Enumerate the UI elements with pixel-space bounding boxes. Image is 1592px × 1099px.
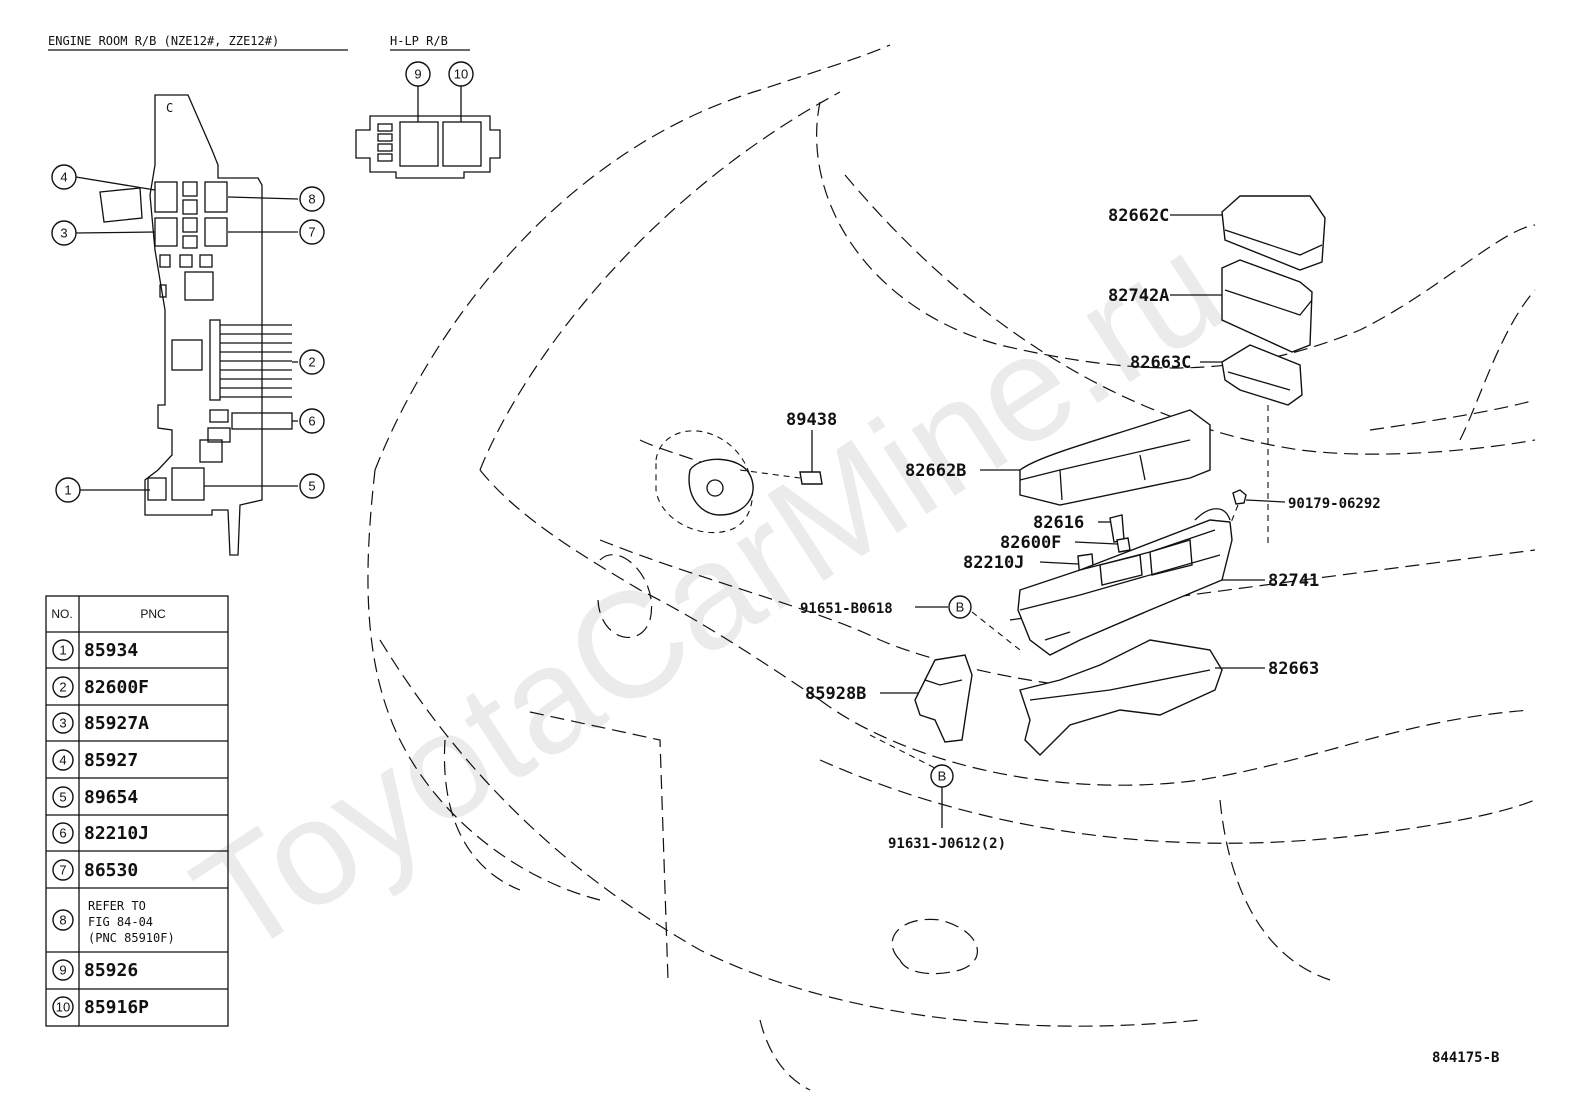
svg-text:6: 6 xyxy=(59,826,66,841)
svg-text:8: 8 xyxy=(308,192,315,207)
engine-room-relay-block: C xyxy=(51,94,325,556)
table-row: 9 85926 xyxy=(52,959,138,981)
label-82662C: 82662C xyxy=(1108,206,1169,226)
part-82741: 82741 xyxy=(1017,508,1319,656)
svg-text:9: 9 xyxy=(59,963,66,978)
callout-5: 5 xyxy=(299,473,325,499)
svg-text:2: 2 xyxy=(59,680,66,695)
hlp-relay-block: 9 10 xyxy=(355,61,501,179)
table-row: 3 85927A xyxy=(52,712,149,734)
part-82663: 82663 xyxy=(1019,639,1319,756)
car-body-outline xyxy=(367,44,1536,1091)
svg-text:9: 9 xyxy=(414,67,421,82)
label-82662B: 82662B xyxy=(905,461,966,481)
svg-text:86530: 86530 xyxy=(84,860,138,881)
table-row: 6 82210J xyxy=(52,822,149,844)
svg-text:85926: 85926 xyxy=(84,960,138,981)
table-row: 4 85927 xyxy=(52,749,138,771)
label-82663C: 82663C xyxy=(1130,353,1191,373)
svg-text:1: 1 xyxy=(59,643,66,658)
callout-6: 6 xyxy=(299,408,325,434)
part-82600F: 82600F xyxy=(1000,533,1131,553)
part-82616: 82616 xyxy=(1033,513,1125,543)
label-82600F: 82600F xyxy=(1000,533,1061,553)
callout-7: 7 xyxy=(299,219,325,245)
table-row: 7 86530 xyxy=(52,859,138,881)
bolt-91651-B0618: B 91651-B0618 xyxy=(800,595,1021,651)
part-82742A: 82742A xyxy=(1108,259,1313,353)
svg-text:85927A: 85927A xyxy=(84,713,149,734)
svg-text:6: 6 xyxy=(308,414,315,429)
svg-text:7: 7 xyxy=(59,863,66,878)
callout-4: 4 xyxy=(51,164,77,190)
callout-9: 9 xyxy=(405,61,431,87)
pnc-table: NO. PNC 1 85934 2 82600F 3 85927A 4 85927 5 8… xyxy=(45,595,229,1027)
table-header-pnc: PNC xyxy=(140,607,166,621)
callout-1: 1 xyxy=(55,477,81,503)
table-row: 2 82600F xyxy=(52,676,149,698)
label-91631-J0612: 91631-J0612(2) xyxy=(888,836,1006,852)
svg-text:85934: 85934 xyxy=(84,640,138,661)
callout-3: 3 xyxy=(51,220,77,246)
label-82741: 82741 xyxy=(1268,571,1319,591)
label-82742A: 82742A xyxy=(1108,286,1169,306)
svg-text:10: 10 xyxy=(454,67,468,82)
table-row: 8 REFER TO FIG 84-04 (PNC 85910F) xyxy=(52,899,175,945)
svg-text:4: 4 xyxy=(60,170,67,185)
label-82663: 82663 xyxy=(1268,659,1319,679)
svg-text:2: 2 xyxy=(308,355,315,370)
svg-text:85927: 85927 xyxy=(84,750,138,771)
table-row: 10 85916P xyxy=(52,996,149,1018)
svg-text:4: 4 xyxy=(59,753,66,768)
svg-text:82600F: 82600F xyxy=(84,677,149,698)
label-89438: 89438 xyxy=(786,410,837,430)
svg-text:B: B xyxy=(938,769,947,784)
svg-text:3: 3 xyxy=(60,226,67,241)
svg-text:B: B xyxy=(956,600,965,615)
table-header-no: NO. xyxy=(51,607,72,621)
part-82662C: 82662C xyxy=(1108,195,1326,271)
svg-text:89654: 89654 xyxy=(84,787,138,808)
callout-10: 10 xyxy=(448,61,474,87)
svg-text:(PNC 85910F): (PNC 85910F) xyxy=(88,931,175,945)
figure-id: 844175-B xyxy=(1432,1050,1499,1066)
bolt-91631-J0612: B 91631-J0612(2) xyxy=(869,734,1006,852)
svg-text:FIG 84-04: FIG 84-04 xyxy=(88,915,153,929)
part-90179-06292: 90179-06292 xyxy=(1229,489,1381,526)
label-90179-06292: 90179-06292 xyxy=(1288,496,1381,512)
table-row: 1 85934 xyxy=(52,639,138,661)
label-82616: 82616 xyxy=(1033,513,1084,533)
svg-text:5: 5 xyxy=(59,790,66,805)
part-85928B: 85928B xyxy=(805,654,973,743)
header-hlp: H-LP R/B xyxy=(390,34,470,51)
part-82663C: 82663C xyxy=(1130,344,1303,545)
svg-text:10: 10 xyxy=(56,1000,70,1015)
svg-text:82210J: 82210J xyxy=(84,823,149,844)
label-91651-B0618: 91651-B0618 xyxy=(800,601,893,617)
svg-text:3: 3 xyxy=(59,716,66,731)
callout-8: 8 xyxy=(299,186,325,212)
label-82210J: 82210J xyxy=(963,553,1024,573)
engine-room-title: ENGINE ROOM R/B (NZE12#, ZZE12#) xyxy=(48,34,279,48)
horn-assembly: 89438 xyxy=(655,410,837,534)
svg-text:8: 8 xyxy=(59,913,66,928)
part-82662B: 82662B xyxy=(905,409,1211,506)
svg-text:5: 5 xyxy=(308,479,315,494)
relay-block-letter: C xyxy=(166,101,173,115)
svg-text:85916P: 85916P xyxy=(84,997,149,1018)
svg-text:REFER TO: REFER TO xyxy=(88,899,146,913)
svg-text:1: 1 xyxy=(64,483,71,498)
label-85928B: 85928B xyxy=(805,684,866,704)
table-row: 5 89654 xyxy=(52,786,138,808)
svg-text:7: 7 xyxy=(308,225,315,240)
callout-2: 2 xyxy=(299,349,325,375)
hlp-title: H-LP R/B xyxy=(390,34,448,48)
header-engine-room: ENGINE ROOM R/B (NZE12#, ZZE12#) xyxy=(48,34,348,51)
